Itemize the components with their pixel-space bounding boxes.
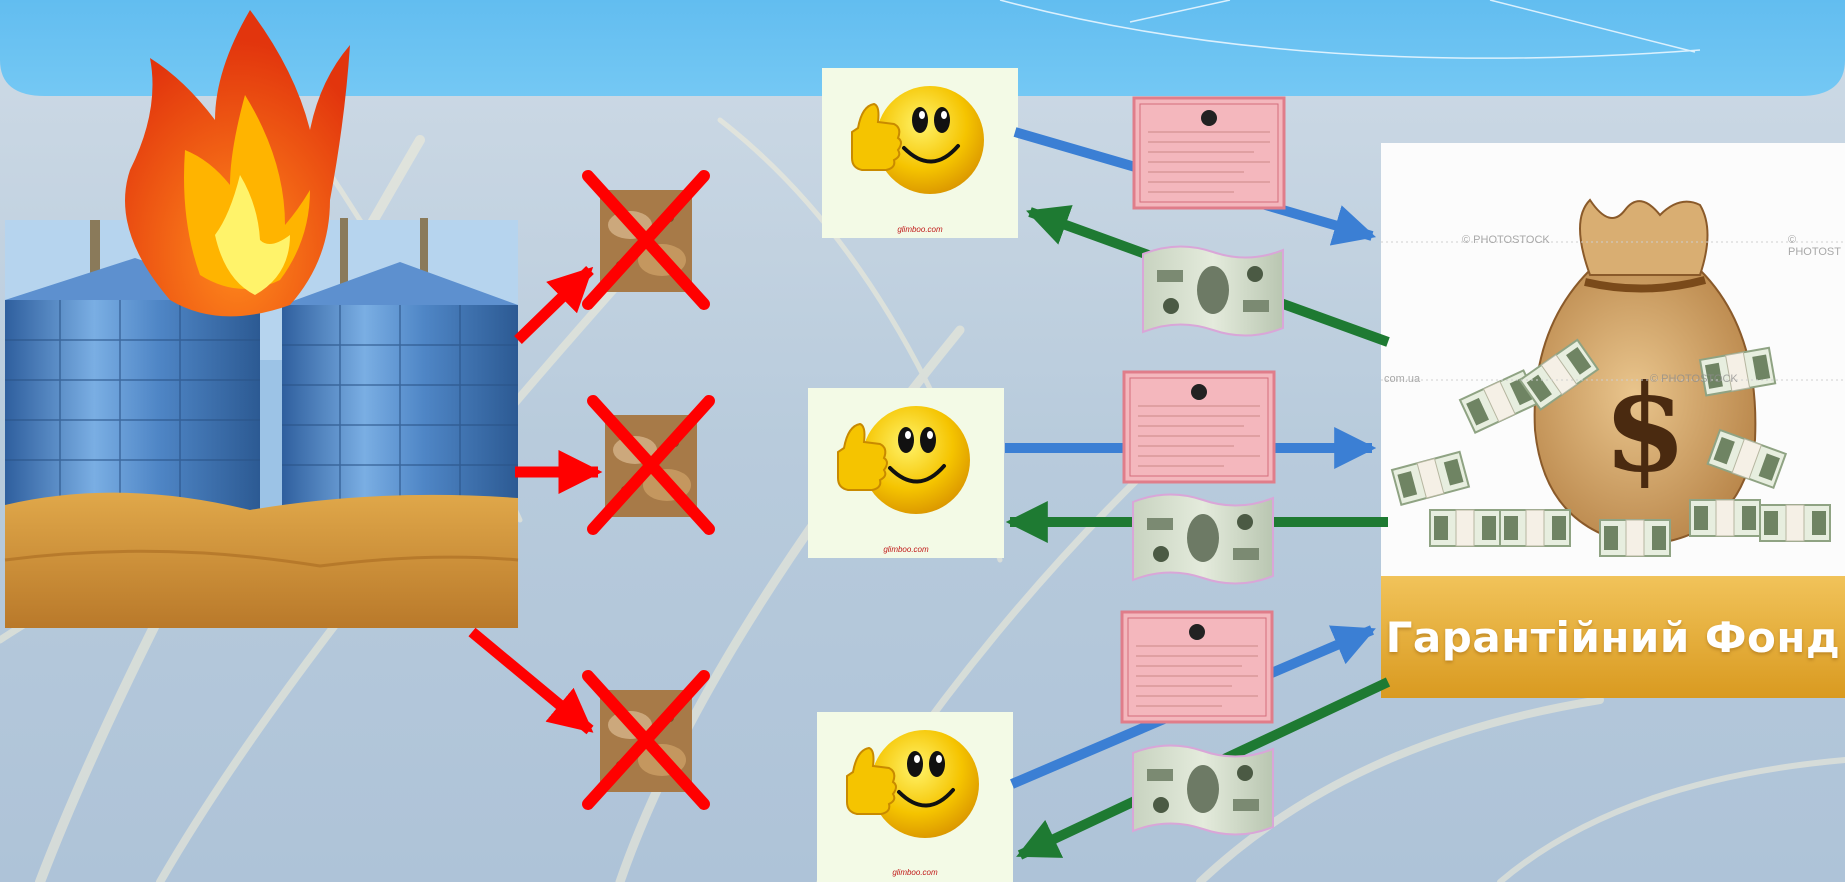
thumbs-up-smiley-icon (822, 68, 1018, 238)
dollar-banknote-icon (1143, 246, 1283, 335)
warehouse-receipt-icon (1122, 612, 1272, 722)
warehouse-receipt-icon (1134, 98, 1284, 208)
dollar-banknote-icon (1133, 494, 1273, 583)
stock-watermark: © PHOTOSTOCK (1650, 373, 1738, 385)
thumbs-up-smiley-icon (817, 712, 1013, 882)
guarantee-fund-label: Гарантійний Фонд (1381, 576, 1845, 698)
smiley-watermark: glimboo.com (808, 545, 1004, 554)
crossed-out-grain-icon (588, 176, 704, 304)
dollar-banknote-icon (1133, 745, 1273, 834)
crossed-out-grain-icon (593, 401, 709, 529)
stock-watermark: © PHOTOSTOCK (1462, 234, 1550, 246)
crossed-out-grain-icon (588, 676, 704, 804)
thumbs-up-smiley-icon (808, 388, 1004, 558)
stock-watermark: © PHOTOST (1788, 234, 1845, 258)
stock-watermark: com.ua (1384, 373, 1420, 385)
warehouse-receipt-icon (1124, 372, 1274, 482)
smiley-watermark: glimboo.com (822, 225, 1018, 234)
smiley-watermark: glimboo.com (817, 868, 1013, 877)
